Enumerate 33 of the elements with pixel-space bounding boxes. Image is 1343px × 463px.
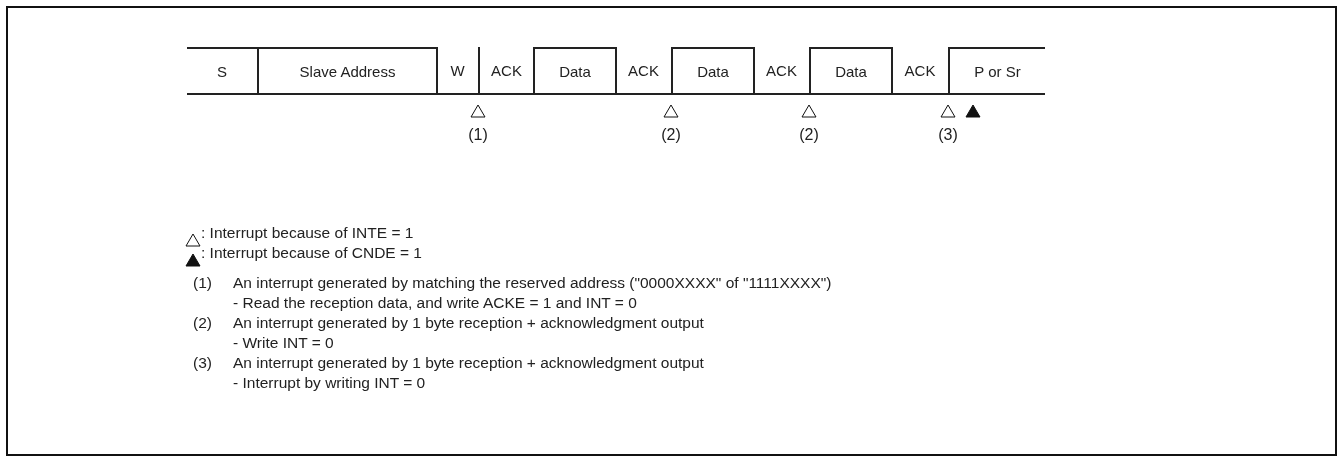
field-label: Data bbox=[697, 62, 729, 80]
callout-number: (1) bbox=[468, 126, 488, 144]
field-label: Slave Address bbox=[299, 62, 396, 80]
field-label: W bbox=[450, 61, 465, 79]
callout-number: (2) bbox=[799, 126, 819, 144]
frame-field-cell bbox=[257, 47, 438, 95]
field-label: ACK bbox=[491, 61, 522, 79]
frame-field-cell bbox=[187, 47, 257, 95]
field-label: Data bbox=[835, 62, 867, 80]
note-text: (1) bbox=[193, 274, 212, 292]
note-text: An interrupt generated by matching the reserved address ("0000XXXX" of "1111XXXX") bbox=[233, 274, 832, 292]
field-label: P or Sr bbox=[974, 62, 1021, 80]
frame-field-cell bbox=[671, 47, 755, 95]
legend-text: : Interrupt because of CNDE = 1 bbox=[201, 244, 422, 262]
note-text: An interrupt generated by 1 byte reception + acknowledgment output bbox=[233, 314, 704, 332]
note-text: (2) bbox=[193, 314, 212, 332]
callout-number: (2) bbox=[661, 126, 681, 144]
note-text: (3) bbox=[193, 354, 212, 372]
field-label: Data bbox=[559, 62, 591, 80]
note-text: - Interrupt by writing INT = 0 bbox=[233, 374, 426, 392]
legend-text: : Interrupt because of INTE = 1 bbox=[201, 224, 414, 242]
field-label: ACK bbox=[766, 61, 797, 79]
frame-field-cell bbox=[533, 47, 617, 95]
frame-field-cell bbox=[478, 47, 533, 95]
note-text: - Read the reception data, and write ACKE = 1 and INT = 0 bbox=[233, 294, 637, 312]
note-text: An interrupt generated by 1 byte reception + acknowledgment output bbox=[233, 354, 704, 372]
field-label: S bbox=[217, 62, 227, 80]
callout-number: (3) bbox=[938, 126, 958, 144]
frame-field-cell bbox=[809, 47, 893, 95]
frame-field-cell bbox=[948, 47, 1045, 95]
field-label: ACK bbox=[904, 61, 936, 79]
note-text: - Write INT = 0 bbox=[233, 334, 334, 352]
field-label: ACK bbox=[628, 61, 659, 79]
